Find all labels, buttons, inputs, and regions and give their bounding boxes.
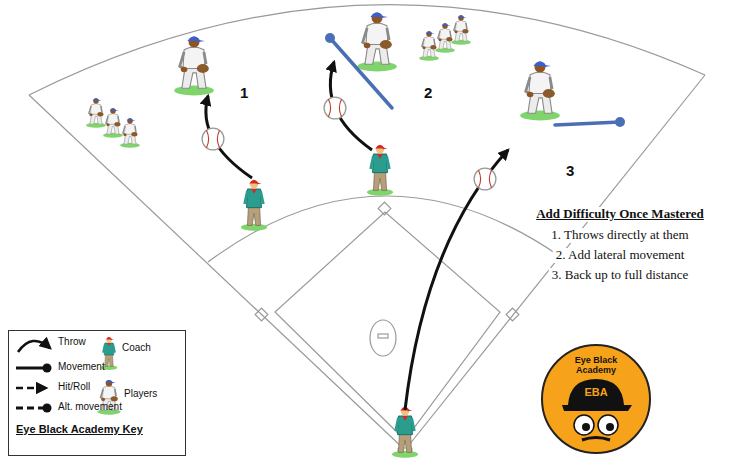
legend-throw-sample xyxy=(18,341,50,352)
movement-end-dot xyxy=(325,33,335,43)
legend-box: Eye Black Academy Key xyxy=(8,330,186,456)
logo-eye xyxy=(598,415,618,435)
throw-arrow xyxy=(405,150,508,410)
movement-lines xyxy=(325,33,625,127)
left-foul-line xyxy=(29,95,405,450)
logo-eye xyxy=(574,415,594,435)
legend-label: Players xyxy=(124,388,157,400)
legend-heading: Eye Black Academy Key xyxy=(16,423,143,436)
second-base xyxy=(378,202,391,215)
legend-label: Movement xyxy=(58,361,105,373)
baseball xyxy=(202,128,224,150)
logo-initials: EBA xyxy=(571,386,621,399)
legend-movement-dot xyxy=(43,364,52,373)
logo-circle xyxy=(542,345,650,453)
logo-pupil xyxy=(606,423,614,431)
legend-alt-movement-dot xyxy=(43,404,52,413)
pitchers-mound xyxy=(370,320,396,356)
movement-line xyxy=(555,122,620,125)
callout-number: 1 xyxy=(240,84,248,101)
legend-hit-sample xyxy=(16,387,46,390)
player-figure xyxy=(120,118,140,147)
baseball xyxy=(324,97,346,119)
player-figure xyxy=(419,31,439,60)
logo-badge: Eye Black AcademyEBA xyxy=(540,343,652,455)
logo-cap-brim xyxy=(562,405,632,411)
logo-cap xyxy=(568,379,624,405)
legend-label: Hit/Roll xyxy=(58,381,90,393)
coach-figure xyxy=(367,145,393,196)
note-line: 3. Back up to full distance xyxy=(549,268,691,283)
note-line: 1. Throws directly at them xyxy=(548,228,691,243)
logo-name: Eye Black Academy xyxy=(561,355,631,376)
legend-alt-movement-sample xyxy=(16,407,43,410)
field-lines xyxy=(29,5,705,450)
baseball xyxy=(474,168,496,190)
first-base xyxy=(506,308,519,321)
callout-number: 2 xyxy=(424,84,432,101)
logo-pupil xyxy=(582,423,590,431)
movement-end-dot xyxy=(615,117,625,127)
player-figure xyxy=(357,13,397,72)
logo-mustache xyxy=(582,438,610,441)
throw-arrows xyxy=(206,62,508,410)
player-figure xyxy=(103,108,123,137)
legend-label: Coach xyxy=(122,342,151,354)
pitching-rubber xyxy=(378,334,388,338)
infield-diamond xyxy=(275,212,500,440)
coaches xyxy=(241,145,418,458)
note-line: 2. Add lateral movement xyxy=(553,248,688,263)
player-figure xyxy=(174,37,214,96)
player-figure xyxy=(451,15,471,44)
players xyxy=(86,13,560,148)
player-figure xyxy=(435,23,455,52)
coach-figure xyxy=(241,180,267,231)
note-heading: Add Difficulty Once Mastered xyxy=(533,207,707,222)
coach-figure xyxy=(392,407,418,458)
player-figure xyxy=(520,62,560,121)
legend-label: Alt. movement xyxy=(58,401,122,413)
callout-number: 3 xyxy=(566,162,574,179)
third-base xyxy=(255,308,268,321)
legend-label: Throw xyxy=(58,336,86,348)
legend-movement-sample xyxy=(16,367,44,370)
baseballs xyxy=(202,97,496,190)
player-figure xyxy=(86,98,106,127)
